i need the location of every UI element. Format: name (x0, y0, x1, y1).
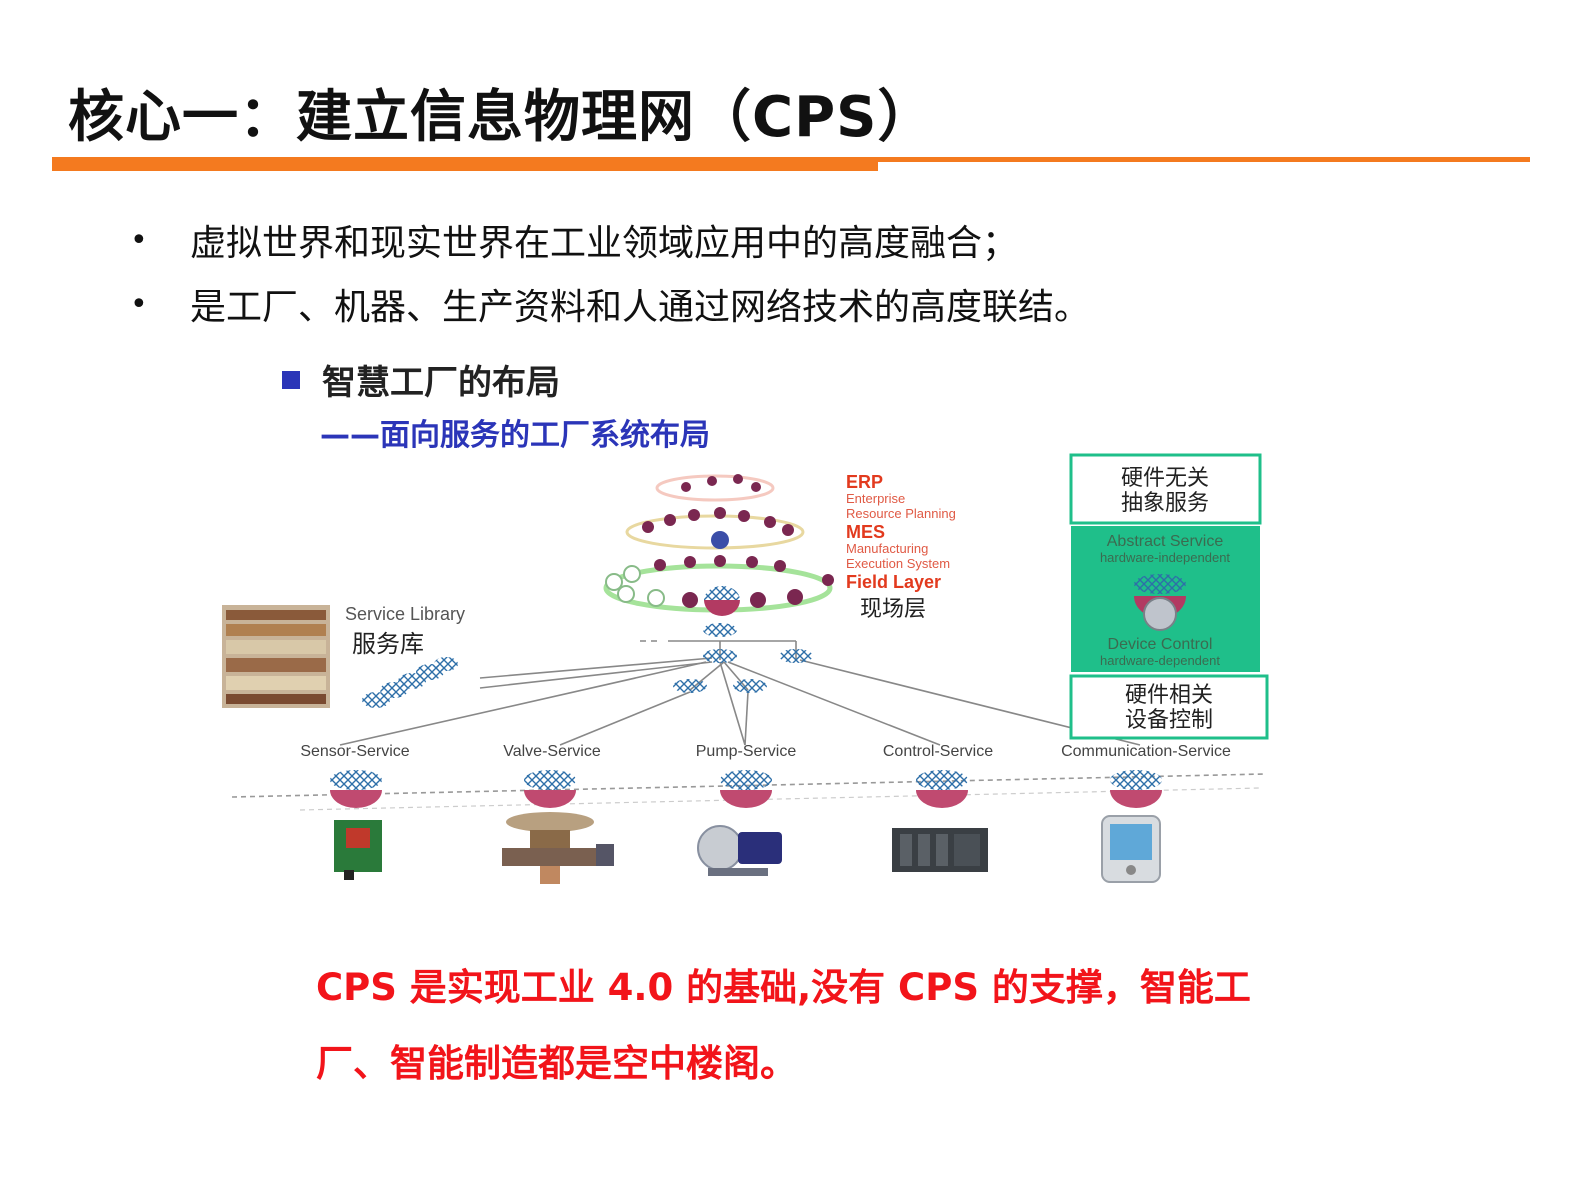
field-layer-cn-label: 现场层 (860, 596, 926, 621)
network-lines (339, 640, 1141, 746)
hardware-independent-cn-1: 硬件无关 (1121, 465, 1209, 490)
figure-heading-text: 智慧工厂的布局 (322, 363, 560, 403)
bullet-list: • 虚拟世界和现实世界在工业领域应用中的高度融合； • 是工厂、机器、生产资料和… (130, 208, 1090, 336)
device-control-sub: hardware-dependent (1100, 653, 1220, 668)
plane-edge (299, 787, 1261, 811)
valve-node-icon (524, 770, 576, 808)
service-library-en: Service Library (345, 604, 465, 624)
sensor-service-label: Sensor-Service (300, 743, 409, 760)
mes-sub2: Execution System (846, 556, 950, 571)
valve-device-icon (502, 812, 614, 884)
pump-node-icon (720, 770, 772, 808)
control-service-label: Control-Service (883, 743, 993, 760)
network-nodes (673, 623, 813, 693)
abstract-service-label: Abstract Service (1107, 533, 1224, 550)
pump-service-label: Pump-Service (696, 743, 797, 760)
bullet-text: 是工厂、机器、生产资料和人通过网络技术的高度联结。 (190, 287, 1091, 328)
bullet-icon: • (130, 286, 148, 322)
mes-sub1: Manufacturing (846, 541, 928, 556)
title-underline-thin (878, 157, 1530, 162)
bullet-text: 虚拟世界和现实世界在工业领域应用中的高度融合； (190, 223, 1019, 264)
conclusion-text: CPS 是实现工业 4.0 的基础,没有 CPS 的支撑，智能工厂、智能制造都是… (316, 966, 1251, 1085)
service-chain-icon (362, 657, 458, 708)
square-bullet-icon (282, 370, 300, 389)
bullet-item: • 虚拟世界和现实世界在工业领域应用中的高度融合； (130, 208, 1090, 272)
erp-mes-field-pyramid-icon (603, 474, 834, 616)
pump-device-icon (697, 825, 782, 876)
erp-label: ERP (846, 472, 883, 492)
control-node-icon (916, 770, 968, 808)
title-underline-thick (52, 157, 878, 171)
figure-heading: 智慧工厂的布局 (282, 355, 560, 404)
pda-device-icon (1101, 815, 1161, 883)
bullet-item: • 是工厂、机器、生产资料和人通过网络技术的高度联结。 (130, 272, 1090, 336)
figure-caption: ——面向服务的工厂系统布局 (320, 418, 710, 453)
page-title: 核心一：建立信息物理网（CPS） (68, 85, 935, 150)
hardware-dependent-cn-1: 硬件相关 (1125, 682, 1213, 707)
mes-label: MES (846, 522, 885, 542)
device-control-label: Device Control (1108, 636, 1213, 653)
field-layer-label: Field Layer (846, 572, 941, 592)
valve-service-label: Valve-Service (503, 743, 601, 760)
bullet-icon: • (130, 222, 148, 258)
erp-sub2: Resource Planning (846, 506, 956, 521)
hardware-independent-cn-2: 抽象服务 (1121, 490, 1209, 515)
layer-labels: ERP Enterprise Resource Planning MES Man… (846, 472, 956, 621)
right-panel-text: 硬件无关 抽象服务 Abstract Service hardware-inde… (1100, 465, 1230, 732)
abstract-service-sub: hardware-independent (1100, 550, 1230, 565)
service-labels: Sensor-Service Valve-Service Pump-Servic… (300, 743, 1231, 760)
service-node-icons (330, 770, 1162, 808)
books-icon (222, 605, 330, 708)
communication-node-icon (1110, 770, 1162, 808)
communication-service-label: Communication-Service (1061, 743, 1231, 760)
service-library-cn: 服务库 (352, 631, 424, 658)
sensor-node-icon (330, 770, 382, 808)
right-panel (1069, 453, 1269, 740)
sensor-device-icon (334, 820, 382, 880)
controller-device-icon (892, 828, 988, 872)
hardware-dependent-cn-2: 设备控制 (1125, 707, 1213, 732)
erp-sub1: Enterprise (846, 491, 905, 506)
